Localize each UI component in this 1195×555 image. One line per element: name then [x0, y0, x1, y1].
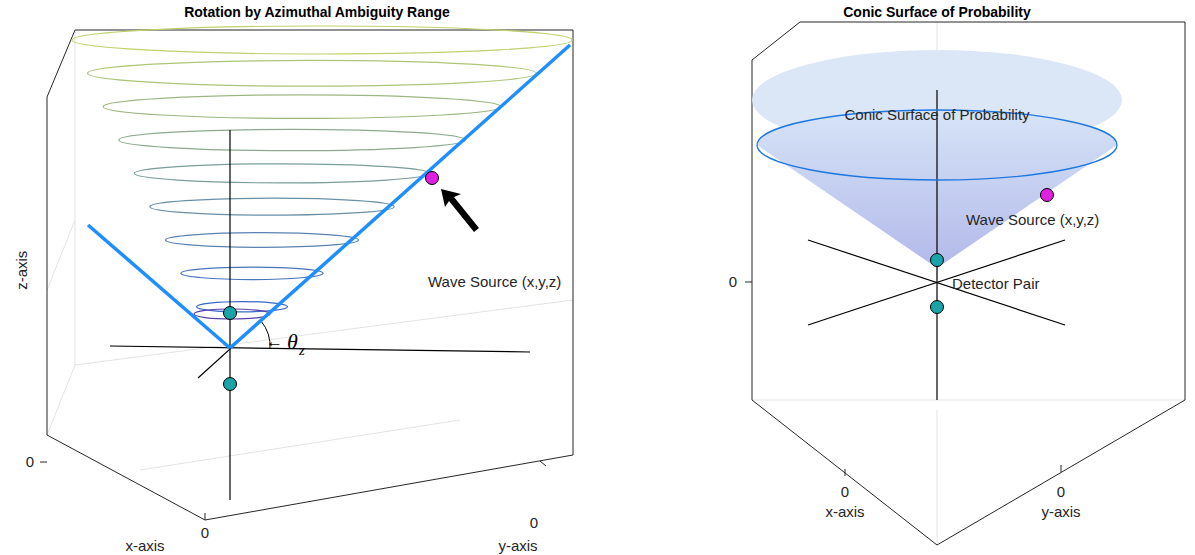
- helix-ring: [150, 198, 394, 215]
- tick-label: 0: [1057, 484, 1065, 501]
- tick-label: 0: [841, 484, 849, 501]
- grid-lines: [47, 30, 573, 470]
- helix-ring: [72, 26, 572, 54]
- helix-ring: [103, 95, 501, 119]
- tick-label: 0: [530, 515, 538, 532]
- source-label: Wave Source (x,y,z): [428, 274, 561, 291]
- axis-lines: [110, 130, 530, 500]
- pointer-arrow: [441, 189, 479, 232]
- tick-label: 0: [201, 525, 209, 542]
- grid-lines: [752, 22, 1185, 545]
- panel-title: Rotation by Azimuthal Ambiguity Range: [184, 5, 450, 20]
- angle-symbol: θ: [287, 330, 298, 354]
- axes-box: [745, 22, 1185, 545]
- helix-ring: [165, 233, 358, 248]
- helix-ring: [134, 164, 430, 183]
- tick-label: 0: [729, 274, 737, 291]
- axis-label: y-axis: [1041, 504, 1080, 521]
- angle-arrow: ←: [266, 333, 283, 352]
- axis-lines: [808, 90, 1065, 400]
- surface-label: Conic Surface of Probability: [844, 107, 1029, 124]
- tick-label: 0: [26, 454, 34, 471]
- axis-label: z-axis: [14, 250, 31, 289]
- cone-edges: [88, 45, 570, 348]
- axis-label: y-axis: [498, 538, 537, 555]
- markers: [931, 189, 1054, 314]
- helix-ring: [88, 60, 537, 86]
- panel-title: Conic Surface of Probability: [843, 5, 1030, 20]
- detector-label: Detector Pair: [952, 276, 1040, 293]
- source-label: Wave Source (x,y,z): [966, 212, 1099, 229]
- helix-ring: [181, 267, 323, 279]
- helix-ring: [119, 129, 466, 150]
- axes-box: [40, 30, 573, 520]
- angle-subscript: z: [299, 342, 305, 359]
- axis-label: x-axis: [125, 538, 164, 555]
- markers: [224, 172, 439, 391]
- axis-label: x-axis: [825, 504, 864, 521]
- helix-rings: [72, 26, 572, 312]
